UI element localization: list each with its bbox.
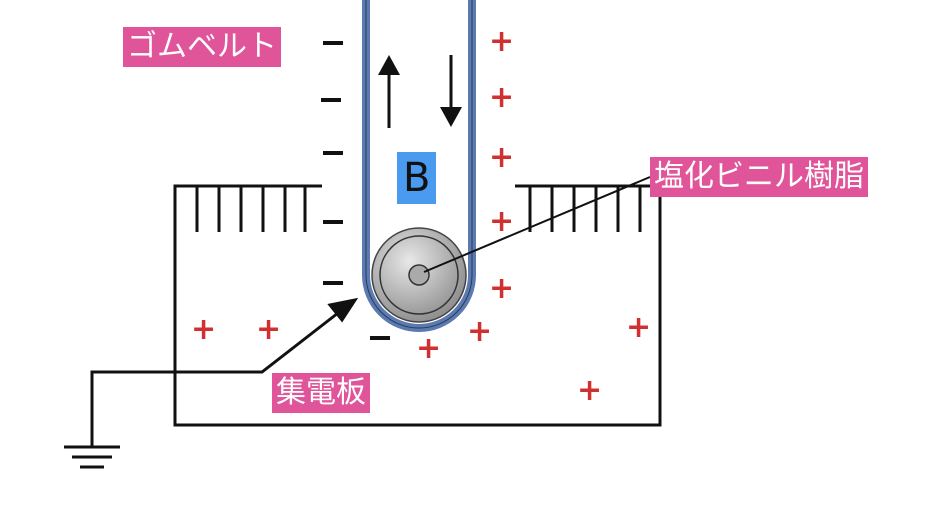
pvc-label: 塩化ビニル樹脂 xyxy=(650,157,868,197)
plus-charge: + xyxy=(489,24,515,59)
rubber-belt xyxy=(362,0,476,332)
right-comb xyxy=(528,186,642,232)
collector-plate-label: 集電板 xyxy=(272,373,370,413)
roller xyxy=(371,227,467,323)
plus-charge: + xyxy=(256,312,282,347)
plus-charge: + xyxy=(489,80,515,115)
belt-marker-b: B xyxy=(397,152,437,204)
plus-charge: + xyxy=(577,373,603,408)
plus-charge: + xyxy=(467,314,493,349)
plus-charge: + xyxy=(489,140,515,175)
pvc-pointer xyxy=(423,176,651,273)
belt-up-arrow xyxy=(378,55,400,128)
ground-icon xyxy=(64,445,120,469)
belt-down-arrow xyxy=(440,55,462,127)
negative-charges xyxy=(321,41,390,340)
plus-charge: + xyxy=(416,331,442,366)
ground-wire xyxy=(90,297,359,447)
plus-charge: + xyxy=(489,204,515,239)
plus-charge: + xyxy=(489,271,515,306)
plus-charge: + xyxy=(626,310,652,345)
left-comb xyxy=(195,186,307,232)
collector-box xyxy=(173,184,662,427)
rubber-belt-label: ゴムベルト xyxy=(123,27,281,67)
plus-charge: + xyxy=(191,312,217,347)
